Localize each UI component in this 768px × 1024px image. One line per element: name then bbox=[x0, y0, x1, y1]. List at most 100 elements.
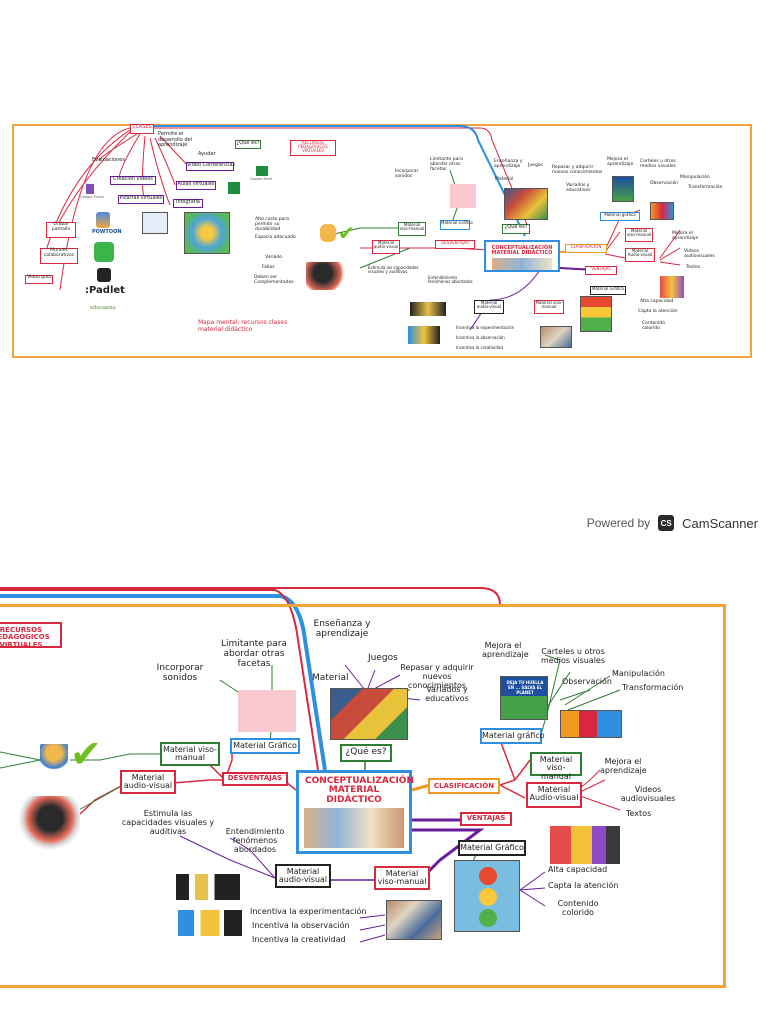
p1-material-viso-manual: Material viso-manual bbox=[398, 222, 426, 236]
green-face-icon bbox=[479, 909, 497, 927]
p1-ensenanza: Enseñanza y aprendizaje bbox=[494, 159, 523, 169]
mejora-aprendizaje-1: Mejora el aprendizaje bbox=[482, 641, 529, 659]
checkmark-icon-large: ✔ bbox=[70, 732, 102, 776]
graphic-material-illustration bbox=[450, 184, 476, 208]
que-es-box: ¿Qué es? bbox=[340, 744, 392, 762]
incorporar-text: Incorporar sonidos bbox=[156, 663, 204, 683]
p1-incentiva-exp: Incentiva la experimentación bbox=[456, 325, 515, 330]
p1-clas-audio: Material Audio-visual bbox=[625, 248, 655, 262]
traffic-light-board bbox=[580, 296, 612, 332]
graphic-material-illustration-large bbox=[238, 690, 296, 732]
p1-manipulacion: Manipulación bbox=[680, 175, 710, 180]
desv-material-grafico: Material Gráfico bbox=[230, 738, 300, 754]
incentiva-creatividad: Incentiva la creatividad bbox=[252, 935, 346, 944]
mejora-aprendizaje-2: Mejora el aprendizaje bbox=[600, 757, 647, 775]
media-icons-large bbox=[178, 910, 242, 936]
manipulacion-text: Manipulación bbox=[612, 669, 665, 678]
kids-central-photo bbox=[492, 258, 552, 270]
padlet-icon bbox=[97, 268, 111, 282]
transformacion-text: Transformación bbox=[622, 683, 684, 692]
p1-mejora: Mejora el aprendizaje bbox=[607, 157, 634, 167]
poster-thumbnail bbox=[612, 176, 634, 202]
ventajas-box: VENTAJAS bbox=[460, 812, 512, 826]
p1-carteles: Carteles u otros medios visuales bbox=[640, 159, 677, 169]
p1-evaluaciones: Evaluaciones bbox=[92, 157, 125, 163]
juegos-text: Juegos bbox=[368, 653, 398, 663]
p1-repasar: Repasar y adquirir nuevos conocimientos bbox=[552, 165, 603, 175]
camtasia-icon bbox=[94, 242, 114, 262]
devices-icons-large bbox=[176, 874, 240, 900]
desventajas-box: DESVENTAJAS bbox=[222, 772, 288, 786]
clas-material-viso-manual: Material viso-manual bbox=[530, 752, 582, 780]
p1-clases-box: CLASES bbox=[130, 124, 154, 134]
infographic-thumbnail bbox=[184, 212, 230, 254]
p1-google-meet: Google Meet bbox=[250, 177, 273, 181]
powtoon-icon bbox=[96, 212, 110, 228]
contenido-colorido: Contenido colorido bbox=[557, 899, 599, 917]
clas-material-grafico: Material gráfico bbox=[480, 728, 545, 744]
capta-atencion: Capta la atención bbox=[548, 881, 619, 890]
p1-limitante: Limitante para abordar otras facetas bbox=[430, 157, 463, 172]
student-illustration bbox=[320, 224, 336, 242]
p1-que-es: ¿Qué es? bbox=[235, 140, 261, 149]
p1-videos: Videos audiovisuales bbox=[684, 249, 715, 259]
google-forms-icon bbox=[86, 184, 94, 194]
p1-educaplay: educaplay bbox=[90, 305, 116, 311]
repasar-text: Repasar y adquirir nuevos conocimientos bbox=[400, 663, 474, 690]
alta-capacidad: Alta capacidad bbox=[548, 865, 608, 874]
p1-deben: Deben ser Complementados bbox=[254, 275, 294, 285]
p1-aulas-virtuales: Aulas virtuales bbox=[176, 181, 216, 190]
limitante-text: Limitante para abordar otras facetas bbox=[221, 639, 287, 669]
p1-ventajas: VENTAJAS bbox=[585, 266, 617, 275]
p1-infografia: Infografía bbox=[173, 199, 203, 208]
p1-entendimiento: Entendimiento fenómenos abordados bbox=[428, 275, 473, 285]
material-text: Material bbox=[312, 673, 349, 683]
google-meet-icon bbox=[256, 166, 268, 176]
p1-estimula: Estimula las capacidades visuales y audi… bbox=[368, 265, 419, 275]
observacion-text: Observación bbox=[562, 677, 612, 686]
p1-transformacion: Transformación bbox=[688, 185, 723, 190]
variados-text: Variados y educativos bbox=[425, 685, 469, 703]
clasificacion-box: CLASIFICACIÓN bbox=[428, 778, 500, 794]
traffic-light-board-large bbox=[454, 860, 520, 932]
p1-espacio: Espacio adecuado bbox=[255, 235, 296, 240]
p1-capta: Capta la atención bbox=[638, 309, 678, 314]
p1-mejora-2: Mejora el aprendizaje bbox=[672, 231, 699, 241]
poster-thumbnail-large: DEJA TU HUELLA EN ... SALVA EL PLANET bbox=[500, 676, 548, 720]
videos-audiovisuales: Videos audiovisuales bbox=[620, 785, 676, 803]
textos-text: Textos bbox=[626, 809, 652, 818]
p1-variados: Variados y educativos bbox=[566, 183, 591, 193]
powered-by-label: Powered by bbox=[586, 516, 651, 530]
incentiva-experimentacion: Incentiva la experimentación bbox=[250, 907, 367, 916]
kids-playing-photo-large bbox=[386, 900, 442, 940]
board-game-photo bbox=[504, 188, 548, 220]
audiovisual-characters bbox=[660, 276, 684, 298]
camscanner-name: CamScanner bbox=[682, 515, 758, 531]
p1-fallas: Fallas bbox=[262, 265, 275, 270]
incentiva-observacion: Incentiva la observación bbox=[252, 921, 350, 930]
p1-alta: Alta capacidad bbox=[640, 299, 674, 304]
board-game-photo-large bbox=[330, 688, 408, 740]
evaluation-screenshot bbox=[142, 212, 168, 234]
viso-manual-thumbnail-large bbox=[560, 710, 622, 738]
headphones-student-illustration bbox=[306, 262, 348, 290]
media-icons bbox=[408, 326, 440, 344]
p1-google-forms: Google Forms bbox=[80, 195, 105, 199]
p1-video-guia: Video guía bbox=[25, 275, 53, 284]
p1-ventajas-viso: Material viso-manual bbox=[534, 300, 564, 314]
page-2-border bbox=[0, 604, 726, 988]
p1-desventajas: DESVENTAJAS bbox=[435, 240, 475, 249]
p1-video-conferencias: Video Conferencias bbox=[186, 162, 235, 171]
desv-material-viso-manual: Material viso-manual bbox=[160, 742, 220, 766]
entendimiento-text: Entendimiento fenómenos abordados bbox=[225, 827, 285, 854]
kids-playing-photo bbox=[540, 326, 572, 348]
google-classroom-icon bbox=[228, 182, 240, 194]
vent-material-grafico: Material Gráfico bbox=[458, 840, 526, 856]
p1-mapa-mental-note: Mapa mental: recursos clases material di… bbox=[198, 319, 288, 333]
p1-variado: Variado bbox=[265, 255, 282, 260]
p1-clasificacion: CLASIFICACIÓN bbox=[565, 244, 607, 253]
viso-manual-thumbnail bbox=[650, 202, 674, 220]
p1-observacion: Observación bbox=[650, 181, 679, 186]
p1-grabar-pantalla: Grabar pantalla bbox=[46, 222, 76, 238]
p1-material-audio-visual: Material audio-visual bbox=[372, 240, 400, 254]
